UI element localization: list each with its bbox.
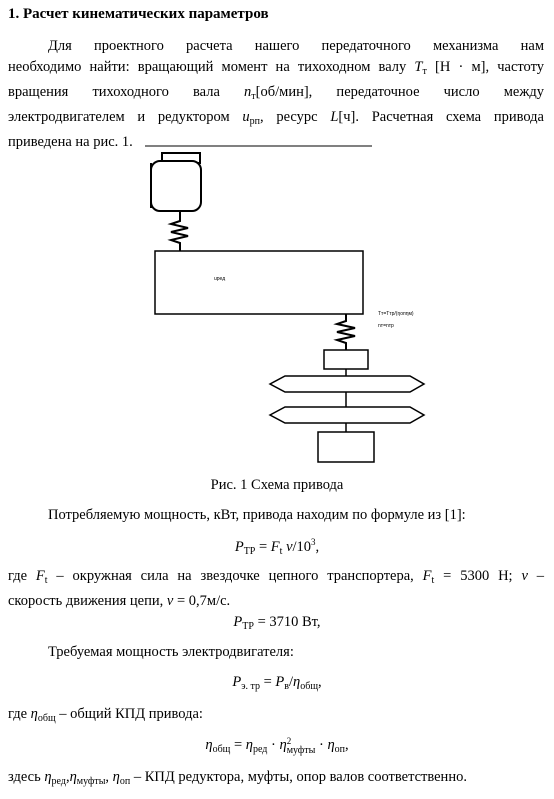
intro-line-4: электродвигателем и редуктором uрп, ресу… [8,109,544,127]
section-heading: 1. Расчет кинематических параметров [8,6,269,22]
intro-line-2: необходимо найти: вращающий момент на ти… [8,59,544,77]
where-force-paragraph: где Ft – окружная сила на звездочке цепн… [8,566,544,612]
output-speed-note: nт=nтр [378,323,394,329]
formula-power: PТР = Ft v/103, [234,537,320,557]
motor-power-intro: Требуемая мощность электродвигателя: [48,644,294,660]
coupling-spring-2 [333,314,356,350]
where-efficiency: где ηобщ – общий КПД привода: [8,706,203,724]
sprocket-2 [268,406,426,424]
drive-scheme-figure: uред Tт=Tтр/(ηопηм) nт=nтр [145,145,426,463]
intro-line-1: Для проектного расчета нашего передаточн… [48,38,544,54]
where-force-line-2: скорость движения цепи, v = 0,7м/с. [8,593,231,609]
figure-caption: Рис. 1 Схема привода [210,477,344,493]
intro-paragraph: Для проектного расчета нашего передаточн… [8,36,544,153]
output-torque-note: Tт=Tтр/(ηопηм) [378,311,414,317]
motor-icon [150,152,202,212]
bearing-block [323,349,369,370]
formula-power-value: PТР = 3710 Вт, [233,614,321,632]
intro-line-5: приведена на рис. 1. [8,134,133,150]
reducer-label: uред [214,276,225,282]
sprocket-1 [268,375,426,393]
formula-motor-power: Pэ. тр = Pв/ηобщ, [232,674,322,692]
where-force-line-1: где Ft – окружная сила на звездочке цепн… [8,568,544,586]
coupling-spring-1 [167,211,189,251]
reducer-block [154,250,364,315]
where-efficiency-terms: здесь ηред,ηмуфты, ηоп – КПД редуктора, … [8,769,467,787]
intro-line-3: вращения тихоходного вала nт[об/мин], пе… [8,84,544,102]
conveyor-block [317,431,375,463]
power-intro: Потребляемую мощность, кВт, привода нахо… [48,507,466,523]
